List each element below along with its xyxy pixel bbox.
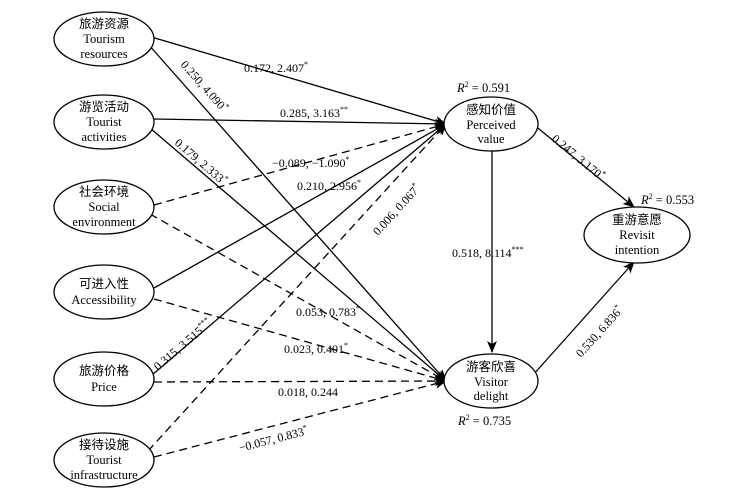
node-label-en: Visitor bbox=[474, 375, 509, 389]
r2-revisit-intention: R2 = 0.553 bbox=[640, 192, 694, 207]
node-label-en: Social bbox=[88, 200, 120, 214]
node-label-en: activities bbox=[81, 130, 126, 144]
edge-tr-vd bbox=[147, 43, 447, 382]
node-label-en: Tourism bbox=[83, 32, 125, 46]
edge-se-pv bbox=[153, 122, 447, 206]
edge-vd-ri bbox=[532, 261, 635, 376]
edge-label-ti-pv: 0.006, 0.067* bbox=[369, 181, 423, 238]
node-label-en: Revisit bbox=[619, 228, 655, 242]
edge-label-ac-vd: 0.023, 0.401* bbox=[284, 341, 348, 356]
r2-visitor-delight: R2 = 0.735 bbox=[457, 413, 511, 428]
node-label-zh: 社会环境 bbox=[79, 184, 129, 199]
node-label-en: environment bbox=[72, 215, 136, 229]
edge-label-se-vd: 0.053, 0.783* bbox=[296, 304, 360, 319]
edge-label-se-pv: −0.089, −1.090* bbox=[272, 155, 350, 170]
node-price: 旅游价格 Price bbox=[53, 351, 155, 407]
node-label-en: Tourist bbox=[86, 115, 122, 129]
edge-label-pr-pv: 0.315, 3.515*** bbox=[150, 315, 214, 373]
edge-label-pv-vd: 0.518, 8.114*** bbox=[452, 245, 524, 260]
edge-labels: 0.172, 2.407* 0.250, 4.090* 0.285, 3.163… bbox=[150, 58, 626, 455]
node-label-zh: 可进入性 bbox=[79, 277, 129, 291]
node-label-en: resources bbox=[80, 47, 127, 61]
edge-pv-ri bbox=[532, 123, 635, 208]
node-label-zh: 旅游价格 bbox=[79, 363, 130, 378]
edges bbox=[147, 35, 635, 458]
node-label-zh: 重游意愿 bbox=[612, 212, 662, 227]
edge-ac-vd bbox=[153, 298, 447, 383]
node-visitor-delight: 游客欣喜 Visitor delight bbox=[443, 353, 539, 409]
node-label-en: intention bbox=[615, 243, 660, 257]
edge-label-pr-vd: 0.018, 0.244 bbox=[278, 385, 338, 399]
node-label-zh: 感知价值 bbox=[466, 102, 516, 117]
node-tourist-activities: 游览活动 Tourist activities bbox=[53, 94, 155, 150]
node-label-en: Perceived bbox=[466, 118, 516, 132]
node-label-zh: 接待设施 bbox=[79, 437, 130, 452]
node-label-en: Tourist bbox=[86, 453, 122, 467]
edge-pr-vd bbox=[153, 376, 447, 387]
edge-ta-pv bbox=[153, 118, 447, 129]
edge-label-ti-vd: −0.057, 0.833* bbox=[237, 423, 309, 455]
edge-label-ta-pv: 0.285, 3.163** bbox=[280, 105, 348, 120]
edge-label-ta-vd: 0.179, 2.333* bbox=[172, 135, 230, 188]
node-accessibility: 可进入性 Accessibility bbox=[53, 264, 155, 320]
edge-ti-pv bbox=[147, 123, 447, 452]
node-label-zh: 游客欣喜 bbox=[466, 359, 516, 374]
r2-perceived-value: R2 = 0.591 bbox=[456, 80, 510, 95]
edge-label-pv-ri: 0.247, 3.170* bbox=[549, 131, 608, 183]
node-perceived-value: 感知价值 Perceived value bbox=[443, 96, 539, 152]
node-revisit-intention: 重游意愿 Revisit intention bbox=[583, 206, 691, 264]
node-tourist-infrastructure: 接待设施 Tourist infrastructure bbox=[53, 432, 155, 488]
node-label-zh: 游览活动 bbox=[79, 99, 129, 114]
edge-ac-pv bbox=[153, 123, 447, 289]
edge-se-vd bbox=[149, 213, 447, 382]
node-label-zh: 旅游资源 bbox=[79, 17, 130, 31]
edge-tr-pv bbox=[147, 35, 447, 126]
node-label-en: value bbox=[477, 132, 505, 146]
node-tourism-resources: 旅游资源 Tourism resources bbox=[53, 11, 155, 67]
node-label-en: delight bbox=[474, 389, 509, 403]
edge-ti-vd bbox=[153, 378, 447, 458]
edge-pr-pv bbox=[151, 123, 447, 376]
edge-label-tr-pv: 0.172, 2.407* bbox=[244, 60, 308, 75]
node-social-environment: 社会环境 Social environment bbox=[53, 179, 155, 235]
node-label-en: Price bbox=[91, 380, 117, 394]
edge-label-ac-pv: 0.210, 2.956* bbox=[297, 178, 361, 193]
edge-ta-vd bbox=[149, 127, 447, 382]
node-label-en: infrastructure bbox=[70, 468, 138, 482]
node-label-en: Accessibility bbox=[71, 293, 137, 307]
edge-label-vd-ri: 0.530, 6.836* bbox=[572, 302, 626, 360]
